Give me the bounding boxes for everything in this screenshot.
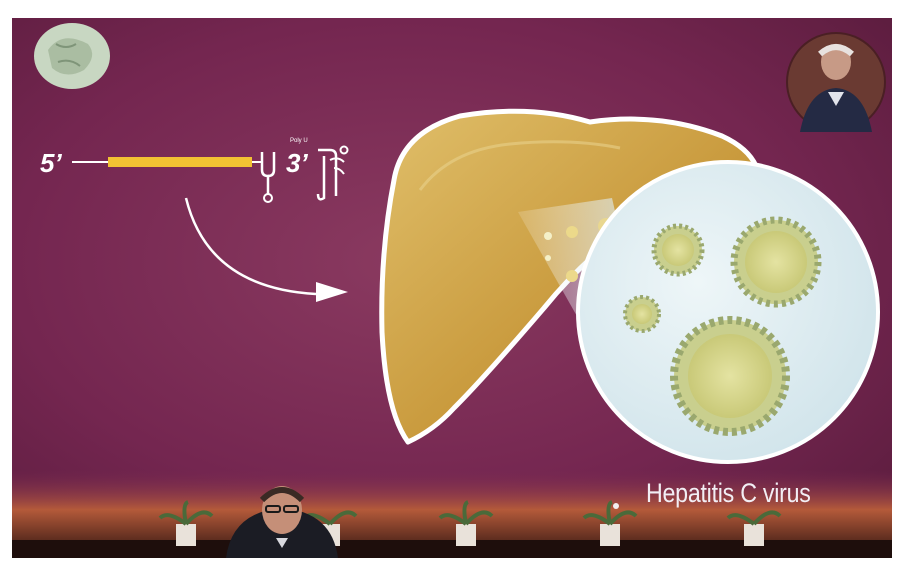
virus-caption: Hepatitis C virus: [646, 478, 811, 509]
virus-icon: [674, 320, 786, 432]
virus-icon: [734, 220, 818, 304]
thumbnail-image: [34, 23, 110, 89]
three-prime-label: 3’: [286, 150, 308, 176]
virus-icon: [654, 226, 702, 274]
poly-label: Poly U: [290, 138, 308, 144]
virus-icon: [625, 297, 659, 331]
portrait-icon: [786, 32, 886, 132]
five-prime-label: 5’: [40, 150, 62, 176]
